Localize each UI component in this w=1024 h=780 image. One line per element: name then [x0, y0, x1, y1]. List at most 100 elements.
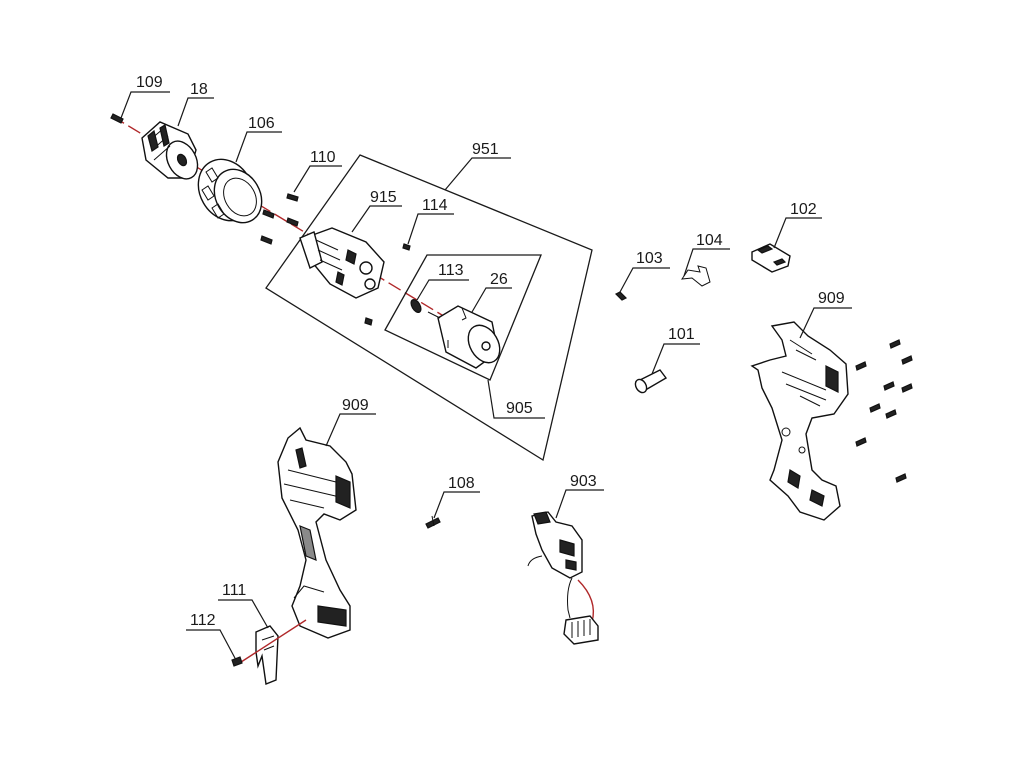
label-106: 106: [248, 115, 275, 132]
housing-screw-icon: [855, 437, 867, 447]
gearbox-detail-icon: [335, 249, 357, 286]
screw-112-icon: [231, 656, 243, 667]
label-26: 26: [490, 271, 508, 288]
part-26: 26: [427, 271, 512, 369]
part-109: 109: [110, 74, 170, 124]
housing-screw-icon: [855, 361, 867, 371]
housing-screw-icon: [869, 403, 881, 413]
housing-left-base-icon: [317, 605, 347, 627]
group-frame-951: [265, 154, 593, 462]
label-112: 112: [190, 612, 216, 629]
part-106: 106: [197, 115, 282, 224]
leader-111: [218, 599, 269, 629]
label-102-text: 102: [790, 201, 817, 218]
leader-101: [651, 343, 700, 375]
screw-109-icon: [110, 113, 124, 124]
leader-905: [487, 379, 545, 419]
label-18: 18: [190, 81, 208, 98]
part-112: 112: [186, 612, 243, 667]
part-909-left: 909: [277, 397, 376, 639]
housing-left-foot-icon: [293, 585, 325, 599]
leader-104: [683, 248, 730, 277]
part-18: 18: [141, 81, 214, 180]
housing-right-detail-icon: [787, 365, 839, 507]
motor-shaft-front-icon: [427, 311, 441, 319]
label-114: 114: [422, 197, 448, 214]
housing-screw-icon: [885, 409, 897, 419]
label-909-right: 909: [818, 290, 845, 307]
leader-909-right: [799, 307, 852, 339]
switch-wire-red-icon: [577, 579, 595, 623]
housing-left-icon: [277, 426, 357, 639]
pinion-icon: [410, 299, 422, 313]
leader-110: [293, 165, 342, 193]
housing-screw-icon: [895, 473, 907, 483]
housing-right-hole-1-icon: [781, 427, 791, 437]
clip-108-detail-icon: [431, 515, 435, 527]
housing-screw-icon: [883, 381, 895, 391]
label-108: 108: [448, 475, 475, 492]
housing-screws: [855, 339, 913, 483]
screw-110d-icon: [260, 235, 273, 245]
label-905: 905: [506, 400, 533, 417]
part-111: 111: [218, 582, 279, 685]
leader-951: [444, 157, 511, 191]
motor-vents-icon: [447, 307, 467, 348]
label-109: 109: [136, 74, 163, 91]
gearbox-hole-2-icon: [364, 278, 376, 290]
belt-hook-detail-icon: [261, 635, 275, 651]
label-111: 111: [222, 582, 246, 599]
chuck-bore-icon: [176, 153, 188, 167]
connector-pins-icon: [571, 619, 591, 638]
label-903: 903: [570, 473, 597, 490]
housing-right-hole-2-icon: [798, 446, 806, 454]
leader-109: [120, 91, 170, 119]
part-110: 110: [260, 149, 342, 245]
label-951: 951: [472, 141, 499, 158]
leader-18: [177, 97, 214, 127]
gearbox-rings-icon: [315, 239, 343, 271]
ring-inner-icon: [223, 177, 257, 217]
screw-gearbox-icon: [364, 317, 373, 326]
part-103: 103: [614, 250, 670, 301]
housing-right-icon: [750, 321, 849, 521]
gearbox-hole-1-icon: [359, 261, 373, 275]
label-103: 103: [636, 250, 663, 267]
label-101: 101: [668, 326, 695, 343]
spring-104-icon: [680, 265, 711, 287]
part-104: 104: [680, 232, 730, 287]
housing-left-detail-icon: [295, 447, 351, 509]
leader-113: [416, 279, 469, 301]
housing-screw-icon: [889, 339, 901, 349]
group-frame-905: [384, 254, 542, 381]
switch-wire-grey-icon: [567, 577, 573, 619]
leader-915: [351, 205, 402, 233]
leader-112: [186, 629, 237, 661]
screw-110a-icon: [286, 193, 299, 202]
group-951: 951: [265, 141, 593, 462]
screw-110b-icon: [262, 209, 275, 219]
ring-ribs-icon: [201, 167, 225, 219]
part-113: 113: [410, 262, 469, 313]
chuck-grip-icon: [147, 124, 170, 152]
belt-hook-icon: [255, 625, 279, 685]
lever-101-end-icon: [634, 378, 648, 394]
housing-screw-icon: [901, 383, 913, 393]
leader-903: [555, 489, 604, 519]
slider-detail-icon: [756, 245, 787, 266]
part-114: 114: [402, 197, 454, 251]
gearbox-nose-icon: [299, 231, 323, 269]
hook-axis-line: [237, 619, 307, 665]
part-903: 903: [527, 473, 604, 645]
connector-icon: [563, 615, 599, 645]
switch-wire-black-icon: [527, 555, 543, 567]
leader-26: [471, 287, 512, 313]
housing-left-ribs-icon: [283, 469, 345, 509]
housing-screw-icon: [901, 355, 913, 365]
part-101: 101: [634, 326, 700, 394]
leader-103: [619, 267, 670, 293]
pin-103-icon: [614, 291, 628, 301]
label-915: 915: [370, 189, 397, 206]
part-108: 108: [425, 475, 480, 529]
